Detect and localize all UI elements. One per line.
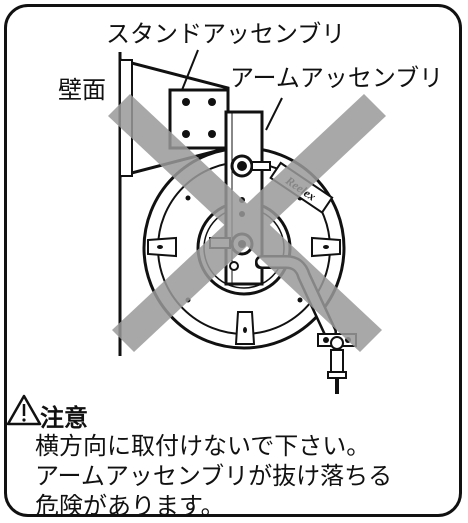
- label-stand-assembly: スタンドアッセンブリ: [106, 20, 346, 48]
- label-wall: 壁面: [58, 76, 106, 104]
- warning-triangle-icon: [6, 394, 42, 426]
- diagram-frame: [4, 4, 462, 517]
- warning-body: 横方向に取付けないで下さい。 アームアッセンブリが抜け落ちる 危険があります。: [35, 431, 460, 521]
- prohibition-cross: [108, 94, 386, 352]
- warning-line-3: 危険があります。: [35, 492, 225, 520]
- warning-line-2: アームアッセンブリが抜け落ちる: [35, 462, 393, 490]
- warning-title: 注意: [40, 404, 88, 432]
- stand-leader-line: [181, 49, 199, 91]
- arm-leader-line: [265, 97, 283, 131]
- nozzle-fitting: [317, 333, 357, 394]
- warning-line-1: 横方向に取付けないで下さい。: [35, 432, 371, 460]
- label-arm-assembly: アームアッセンブリ: [230, 64, 444, 92]
